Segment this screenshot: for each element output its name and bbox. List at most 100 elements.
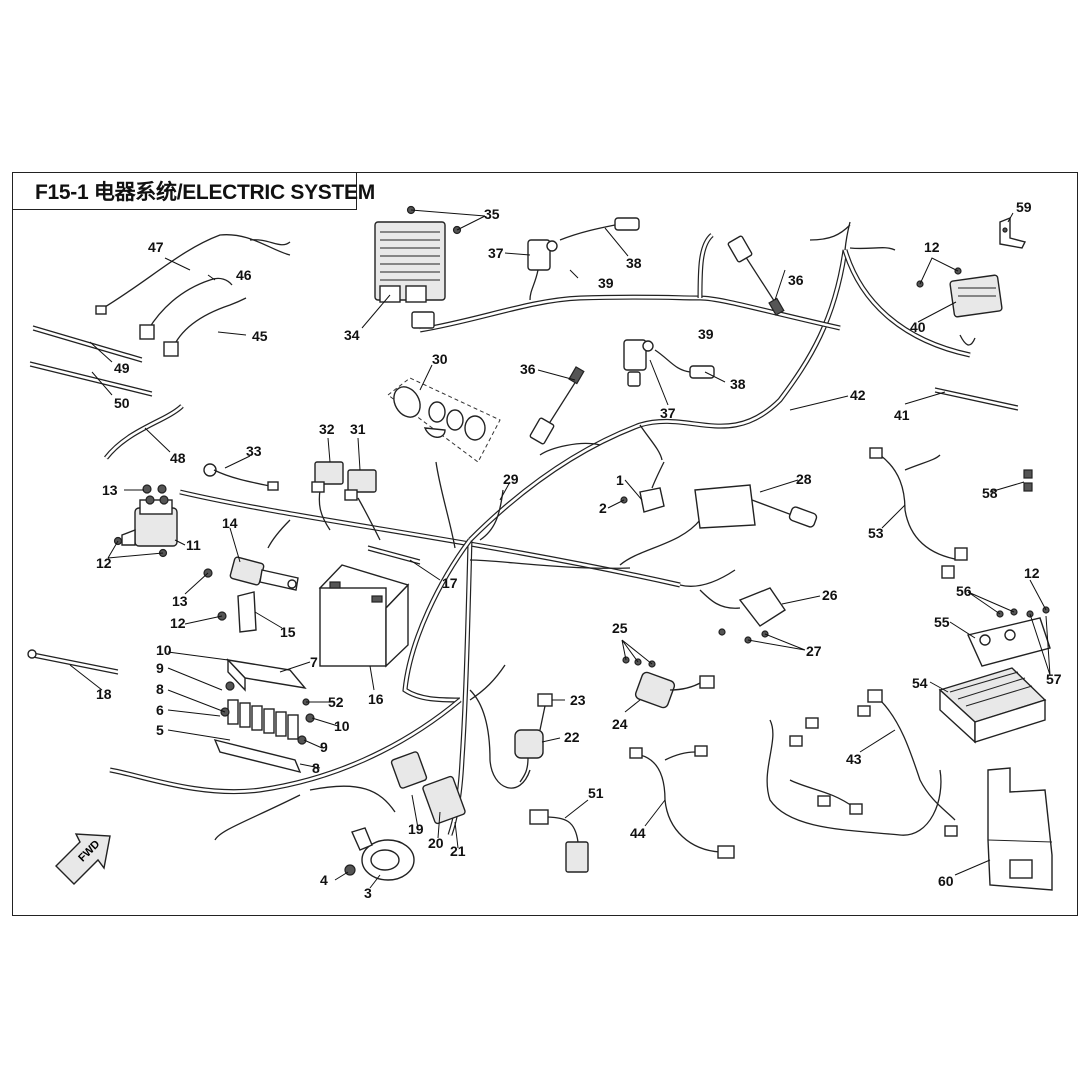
nuts-13-12-upper	[113, 484, 168, 558]
part-label: 29	[503, 471, 519, 487]
part-label: 56	[956, 583, 972, 599]
part-label: 12	[1024, 565, 1040, 581]
part-label: 42	[850, 387, 866, 403]
part-label: 60	[938, 873, 954, 889]
part-label: 45	[252, 328, 268, 344]
switch-28	[694, 484, 818, 529]
part-label: 51	[588, 785, 604, 801]
part-label: 23	[570, 692, 586, 708]
part-label: 43	[846, 751, 862, 767]
part-label: 50	[114, 395, 130, 411]
cover-60	[987, 767, 1053, 891]
part-labels: 1 2 3 4 5 6 7 8 8 9 9 10 10 11 12 12 12 …	[96, 199, 1062, 901]
part-label: 38	[730, 376, 746, 392]
part-label: 9	[320, 739, 328, 755]
relay-22	[514, 729, 544, 783]
sensor-36-upper	[727, 235, 785, 316]
part-label: 53	[868, 525, 884, 541]
ecu-bracket-55	[967, 617, 1051, 667]
part-label: 3	[364, 885, 372, 901]
part-label: 15	[280, 624, 296, 640]
part-label: 41	[894, 407, 910, 423]
part-label: 26	[822, 587, 838, 603]
sub-harness-53	[869, 447, 968, 579]
part-label: 19	[408, 821, 424, 837]
part-label: 1	[616, 472, 624, 488]
part-label: 25	[612, 620, 628, 636]
part-label: 14	[222, 515, 238, 531]
leader-lines	[69, 209, 1051, 889]
module-24	[634, 671, 715, 709]
cable-tie-18	[27, 649, 119, 675]
part-label: 40	[910, 319, 926, 335]
nuts-13-12-lower	[203, 568, 227, 621]
part-label: 34	[344, 327, 360, 343]
part-label: 36	[520, 361, 536, 377]
part-label: 44	[630, 825, 646, 841]
fuse-17	[367, 545, 421, 565]
connector-kit-30	[387, 377, 501, 463]
sub-harness-44	[629, 745, 735, 859]
part-label: 39	[598, 275, 614, 291]
sensor-33	[203, 463, 279, 491]
part-label: 11	[186, 537, 201, 553]
part-label: 17	[442, 575, 458, 591]
part-label: 21	[450, 843, 466, 859]
part-label: 12	[170, 615, 186, 631]
part-label: 55	[934, 614, 950, 630]
bracket-59	[999, 216, 1027, 249]
part-label: 8	[156, 681, 164, 697]
connector-19-21	[390, 751, 466, 825]
part-label: 20	[428, 835, 444, 851]
part-label: 38	[626, 255, 642, 271]
part-label: 35	[484, 206, 500, 222]
part-label: 16	[368, 691, 384, 707]
part-label: 12	[96, 555, 112, 571]
relay-31	[344, 469, 377, 501]
part-label: 32	[319, 421, 335, 437]
bracket-14	[229, 556, 299, 591]
sensor-26	[699, 587, 786, 644]
part-label: 49	[114, 360, 130, 376]
ecu-54	[938, 667, 1047, 744]
cdi-unit-40	[949, 274, 1003, 318]
part-label: 57	[1046, 671, 1062, 687]
part-label: 18	[96, 686, 112, 702]
part-label: 36	[788, 272, 804, 288]
title-box: F15-1 电器系统/ELECTRIC SYSTEM	[12, 172, 375, 210]
part-label: 22	[564, 729, 580, 745]
starter-relay-11	[121, 495, 178, 547]
part-label: 31	[350, 421, 366, 437]
part-label: 6	[156, 702, 164, 718]
part-label: 54	[912, 675, 928, 691]
bracket-15	[237, 591, 257, 633]
part-label: 28	[796, 471, 812, 487]
part-label: 10	[334, 718, 350, 734]
nuts-58	[1023, 469, 1033, 492]
wire-45	[163, 297, 247, 357]
part-label: 37	[660, 405, 676, 421]
part-label: 59	[1016, 199, 1032, 215]
part-label: 10	[156, 642, 172, 658]
sensor-37-upper	[527, 217, 640, 301]
connector-23	[537, 693, 553, 731]
part-label: 58	[982, 485, 998, 501]
part-label: 13	[102, 482, 118, 498]
part-label: 46	[236, 267, 252, 283]
part-label: 30	[432, 351, 448, 367]
sub-harness-43	[766, 689, 958, 837]
part-label: 5	[156, 722, 164, 738]
cable-tie-41	[934, 387, 1019, 411]
part-label: 39	[698, 326, 714, 342]
part-label: 48	[170, 450, 186, 466]
part-label: 37	[488, 245, 504, 261]
cable-48	[104, 404, 184, 460]
battery-16	[318, 564, 410, 668]
page-title: F15-1 电器系统/ELECTRIC SYSTEM	[35, 181, 375, 204]
fuse-box-assembly	[213, 658, 315, 774]
part-label: 8	[312, 760, 320, 776]
fwd-arrow: FWD	[55, 833, 111, 885]
sensor-37-lower	[623, 339, 715, 387]
sensor-1	[620, 461, 665, 513]
part-label: 27	[806, 643, 822, 659]
